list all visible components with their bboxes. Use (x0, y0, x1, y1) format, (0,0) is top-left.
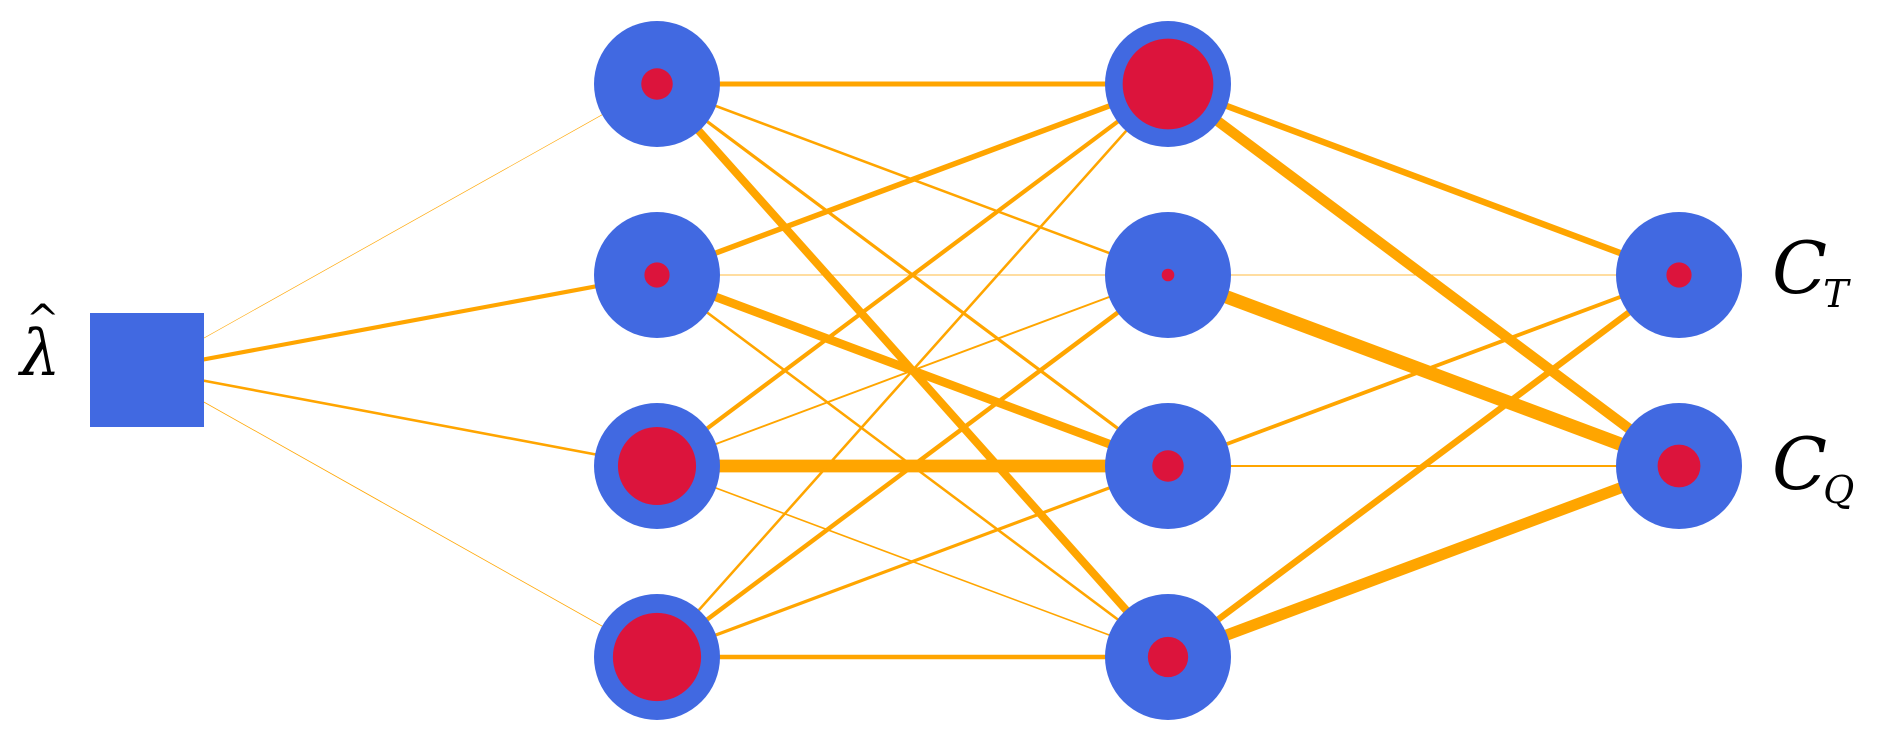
node-l1-n3-activation (612, 612, 702, 702)
output-label-ct-sub: T (1823, 272, 1849, 316)
node-l3-n1-activation (1657, 444, 1701, 488)
edge-l2n3-l3n0 (1166, 272, 1681, 660)
edge-l0n0-l1n2 (146, 368, 658, 468)
output-label-cq-main: C (1772, 422, 1828, 506)
node-l1-n0-activation (641, 68, 673, 100)
edge-l0n0-l1n1 (146, 272, 658, 373)
edge-l1n3-l2n2 (656, 464, 1169, 659)
edge-l1n2-l2n0 (655, 82, 1170, 468)
edges (146, 79, 1683, 663)
node-l1-n1-activation (644, 262, 670, 288)
edge-l1n3-l2n1 (655, 273, 1170, 659)
node-l2-n3-activation (1147, 636, 1189, 678)
nodes (90, 21, 1742, 720)
output-label-cq: CQ (1772, 428, 1854, 509)
input-label-symbol: λ (20, 317, 61, 391)
output-label-cq-sub: Q (1823, 468, 1855, 512)
edge-l2n0-l3n0 (1166, 81, 1681, 278)
output-label-ct: CT (1772, 232, 1848, 313)
node-l3-n0-activation (1666, 262, 1692, 288)
edge-l1n3-l2n0 (656, 83, 1169, 658)
input-node-square (90, 313, 204, 427)
edge-l0n0-l1n3 (146, 369, 658, 658)
input-label-lambda-hat: ^λ (20, 300, 61, 386)
node-l1-n2-activation (617, 426, 697, 506)
node-l2-n1-activation (1161, 268, 1175, 282)
edge-l1n1-l2n0 (656, 81, 1169, 278)
node-l2-n0-activation (1122, 38, 1214, 130)
input-label-accent: ^ (26, 297, 60, 343)
edge-l2n3-l3n1 (1166, 460, 1681, 663)
node-l2-n2-activation (1152, 450, 1184, 482)
output-label-ct-main: C (1772, 226, 1828, 310)
edge-l2n2-l3n0 (1167, 273, 1680, 468)
edge-l0n0-l1n0 (146, 83, 658, 371)
